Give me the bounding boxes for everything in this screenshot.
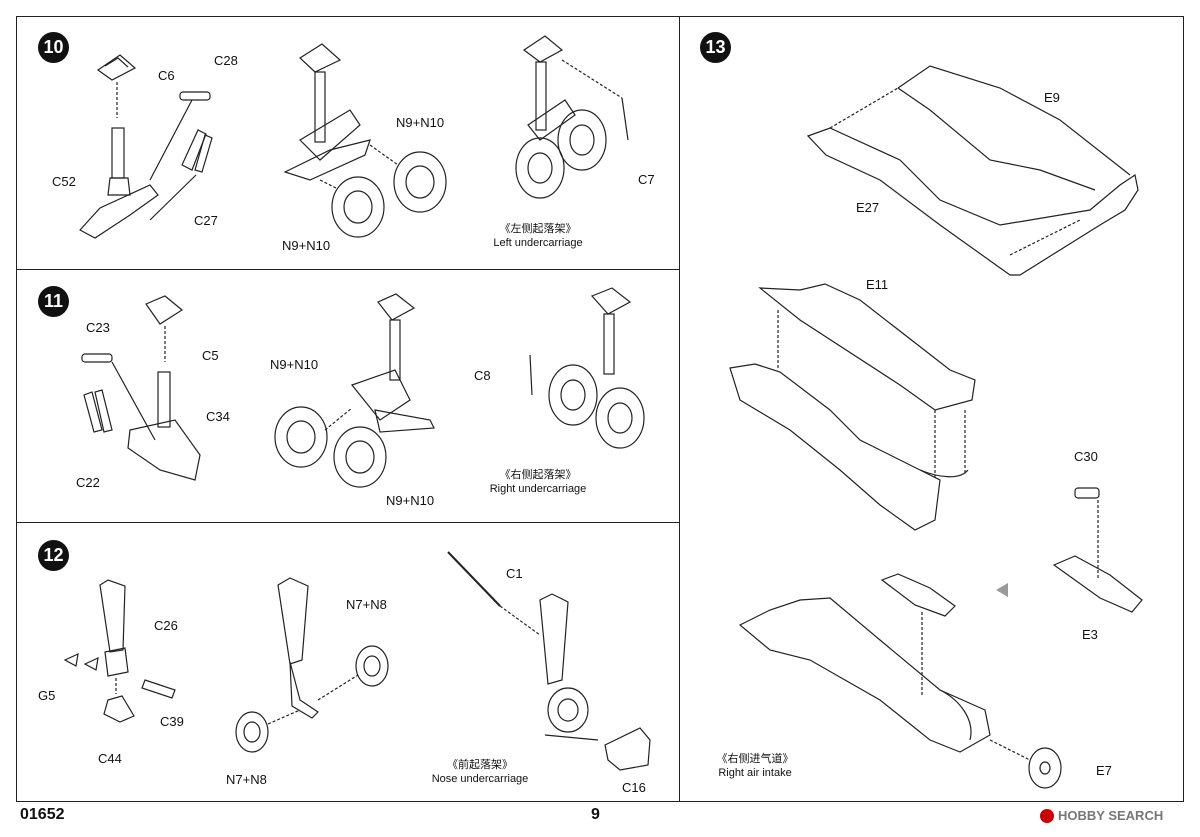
part-label-e9: E9 — [1044, 90, 1060, 105]
part-label-n9-n10-lower: N9+N10 — [386, 493, 435, 508]
step-10-gear-assembled — [283, 43, 447, 238]
part-label-c28: C28 — [214, 53, 238, 68]
step-13-intake-e27 — [806, 65, 1139, 276]
part-label-c26: C26 — [154, 618, 178, 633]
part-label-n9-n10-upper: N9+N10 — [396, 115, 445, 130]
step-11-caption-cn: 《右侧起落架》 — [499, 469, 577, 481]
step-10-gear-final — [515, 35, 629, 199]
step-13-fairings — [880, 487, 1143, 695]
part-label-c8: C8 — [474, 368, 491, 383]
step-12-nose-final — [447, 551, 651, 771]
step-13-caption-cn: 《右侧进气道》 — [716, 753, 794, 765]
step-10-number: 10 — [38, 32, 69, 63]
product-code: 01652 — [20, 806, 65, 823]
step-12-number: 12 — [38, 540, 69, 571]
part-label-n7-n8-upper: N7+N8 — [346, 597, 387, 612]
step-12-caption-cn: 《前起落架》 — [447, 759, 513, 771]
page-number: 9 — [591, 806, 600, 823]
watermark-text: HOBBY SEARCH — [1058, 808, 1164, 823]
part-label-c34: C34 — [206, 409, 230, 424]
step-12-caption-en: Nose undercarriage — [431, 773, 529, 785]
part-label-n9-n10-lower: N9+N10 — [282, 238, 331, 253]
part-label-n7-n8-lower: N7+N8 — [226, 772, 267, 787]
step-11-number: 11 — [38, 286, 69, 317]
part-label-c1: C1 — [506, 566, 523, 581]
part-label-n9-n10-upper: N9+N10 — [270, 357, 319, 372]
part-label-c5: C5 — [202, 348, 219, 363]
step-11-caption: 《右侧起落架》 Right undercarriage — [478, 468, 598, 496]
part-label-c52: C52 — [52, 174, 76, 189]
part-label-c44: C44 — [98, 751, 122, 766]
part-label-c30: C30 — [1074, 449, 1098, 464]
step-10-caption: 《左侧起落架》 Left undercarriage — [488, 222, 588, 250]
step-13-caption: 《右侧进气道》 Right air intake — [700, 752, 810, 780]
step-11-gear-final — [529, 287, 645, 449]
part-label-e27: E27 — [856, 200, 880, 215]
part-label-c22: C22 — [76, 475, 100, 490]
step-13-number: 13 — [700, 32, 731, 63]
step-12-nose-assembled — [235, 577, 389, 753]
part-label-g5: G5 — [38, 688, 56, 703]
part-label-c16: C16 — [622, 780, 646, 795]
part-label-c6: C6 — [158, 68, 175, 83]
part-label-c7: C7 — [638, 172, 655, 187]
step-12-nose-exploded — [63, 579, 176, 723]
step-10-gear-exploded — [79, 54, 213, 239]
step-13-intake-e11 — [729, 283, 976, 531]
step-13-intake-final — [738, 597, 1062, 789]
part-label-c23: C23 — [86, 320, 110, 335]
step-13-caption-en: Right air intake — [718, 767, 792, 779]
step-12-caption: 《前起落架》 Nose undercarriage — [420, 758, 540, 786]
watermark: HOBBY SEARCH — [1040, 808, 1163, 823]
part-label-c27: C27 — [194, 213, 218, 228]
step-11-caption-en: Right undercarriage — [489, 483, 587, 495]
part-label-c39: C39 — [160, 714, 184, 729]
hobby-search-logo-icon — [1040, 808, 1054, 823]
step-13-panel — [679, 16, 1184, 802]
part-label-e7: E7 — [1096, 763, 1112, 778]
step-10-caption-en: Left undercarriage — [493, 237, 583, 249]
part-label-e11: E11 — [866, 277, 889, 292]
step-11-gear-exploded — [81, 295, 201, 481]
part-label-e3: E3 — [1082, 627, 1098, 642]
step-11-gear-assembled — [274, 293, 435, 488]
step-10-caption-cn: 《左侧起落架》 — [499, 223, 577, 235]
